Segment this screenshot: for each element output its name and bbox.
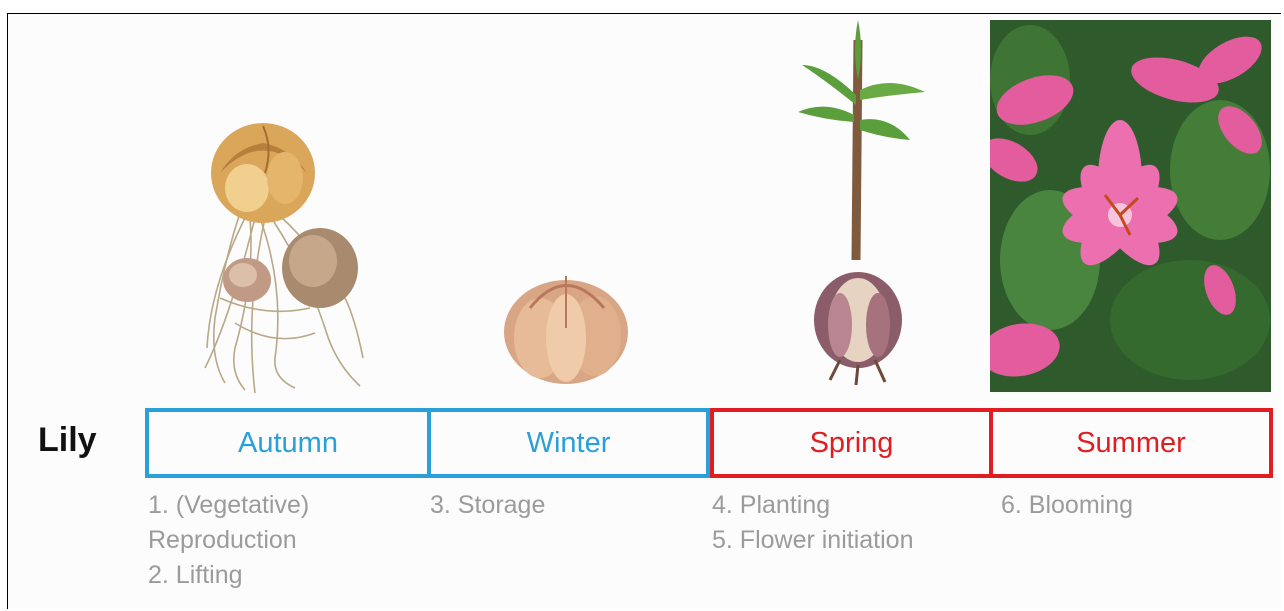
season-label-spring: Spring	[810, 427, 894, 460]
step-text: 2. Lifting	[148, 558, 309, 593]
steps-winter: 3. Storage	[430, 488, 545, 523]
species-label: Lily	[38, 421, 97, 460]
season-label-summer: Summer	[1076, 427, 1186, 460]
stored-bulb-icon	[500, 268, 635, 386]
season-box-spring: Spring	[710, 408, 993, 478]
step-text: 6. Blooming	[1001, 488, 1133, 523]
step-text: 3. Storage	[430, 488, 545, 523]
sprouting-bulb-icon	[790, 20, 930, 390]
step-text: 5. Flower initiation	[712, 523, 913, 558]
steps-spring: 4. Planting 5. Flower initiation	[712, 488, 913, 558]
season-label-autumn: Autumn	[238, 427, 338, 460]
season-label-winter: Winter	[527, 427, 611, 460]
season-box-summer: Summer	[989, 408, 1273, 478]
season-box-winter: Winter	[427, 408, 710, 478]
season-box-autumn: Autumn	[145, 408, 431, 478]
step-text: Reproduction	[148, 523, 309, 558]
steps-autumn: 1. (Vegetative) Reproduction 2. Lifting	[148, 488, 309, 593]
step-text: 4. Planting	[712, 488, 913, 523]
bulb-with-roots-icon	[195, 118, 375, 398]
steps-summer: 6. Blooming	[1001, 488, 1133, 523]
step-text: 1. (Vegetative)	[148, 488, 309, 523]
blooming-lily-photo	[990, 20, 1271, 392]
